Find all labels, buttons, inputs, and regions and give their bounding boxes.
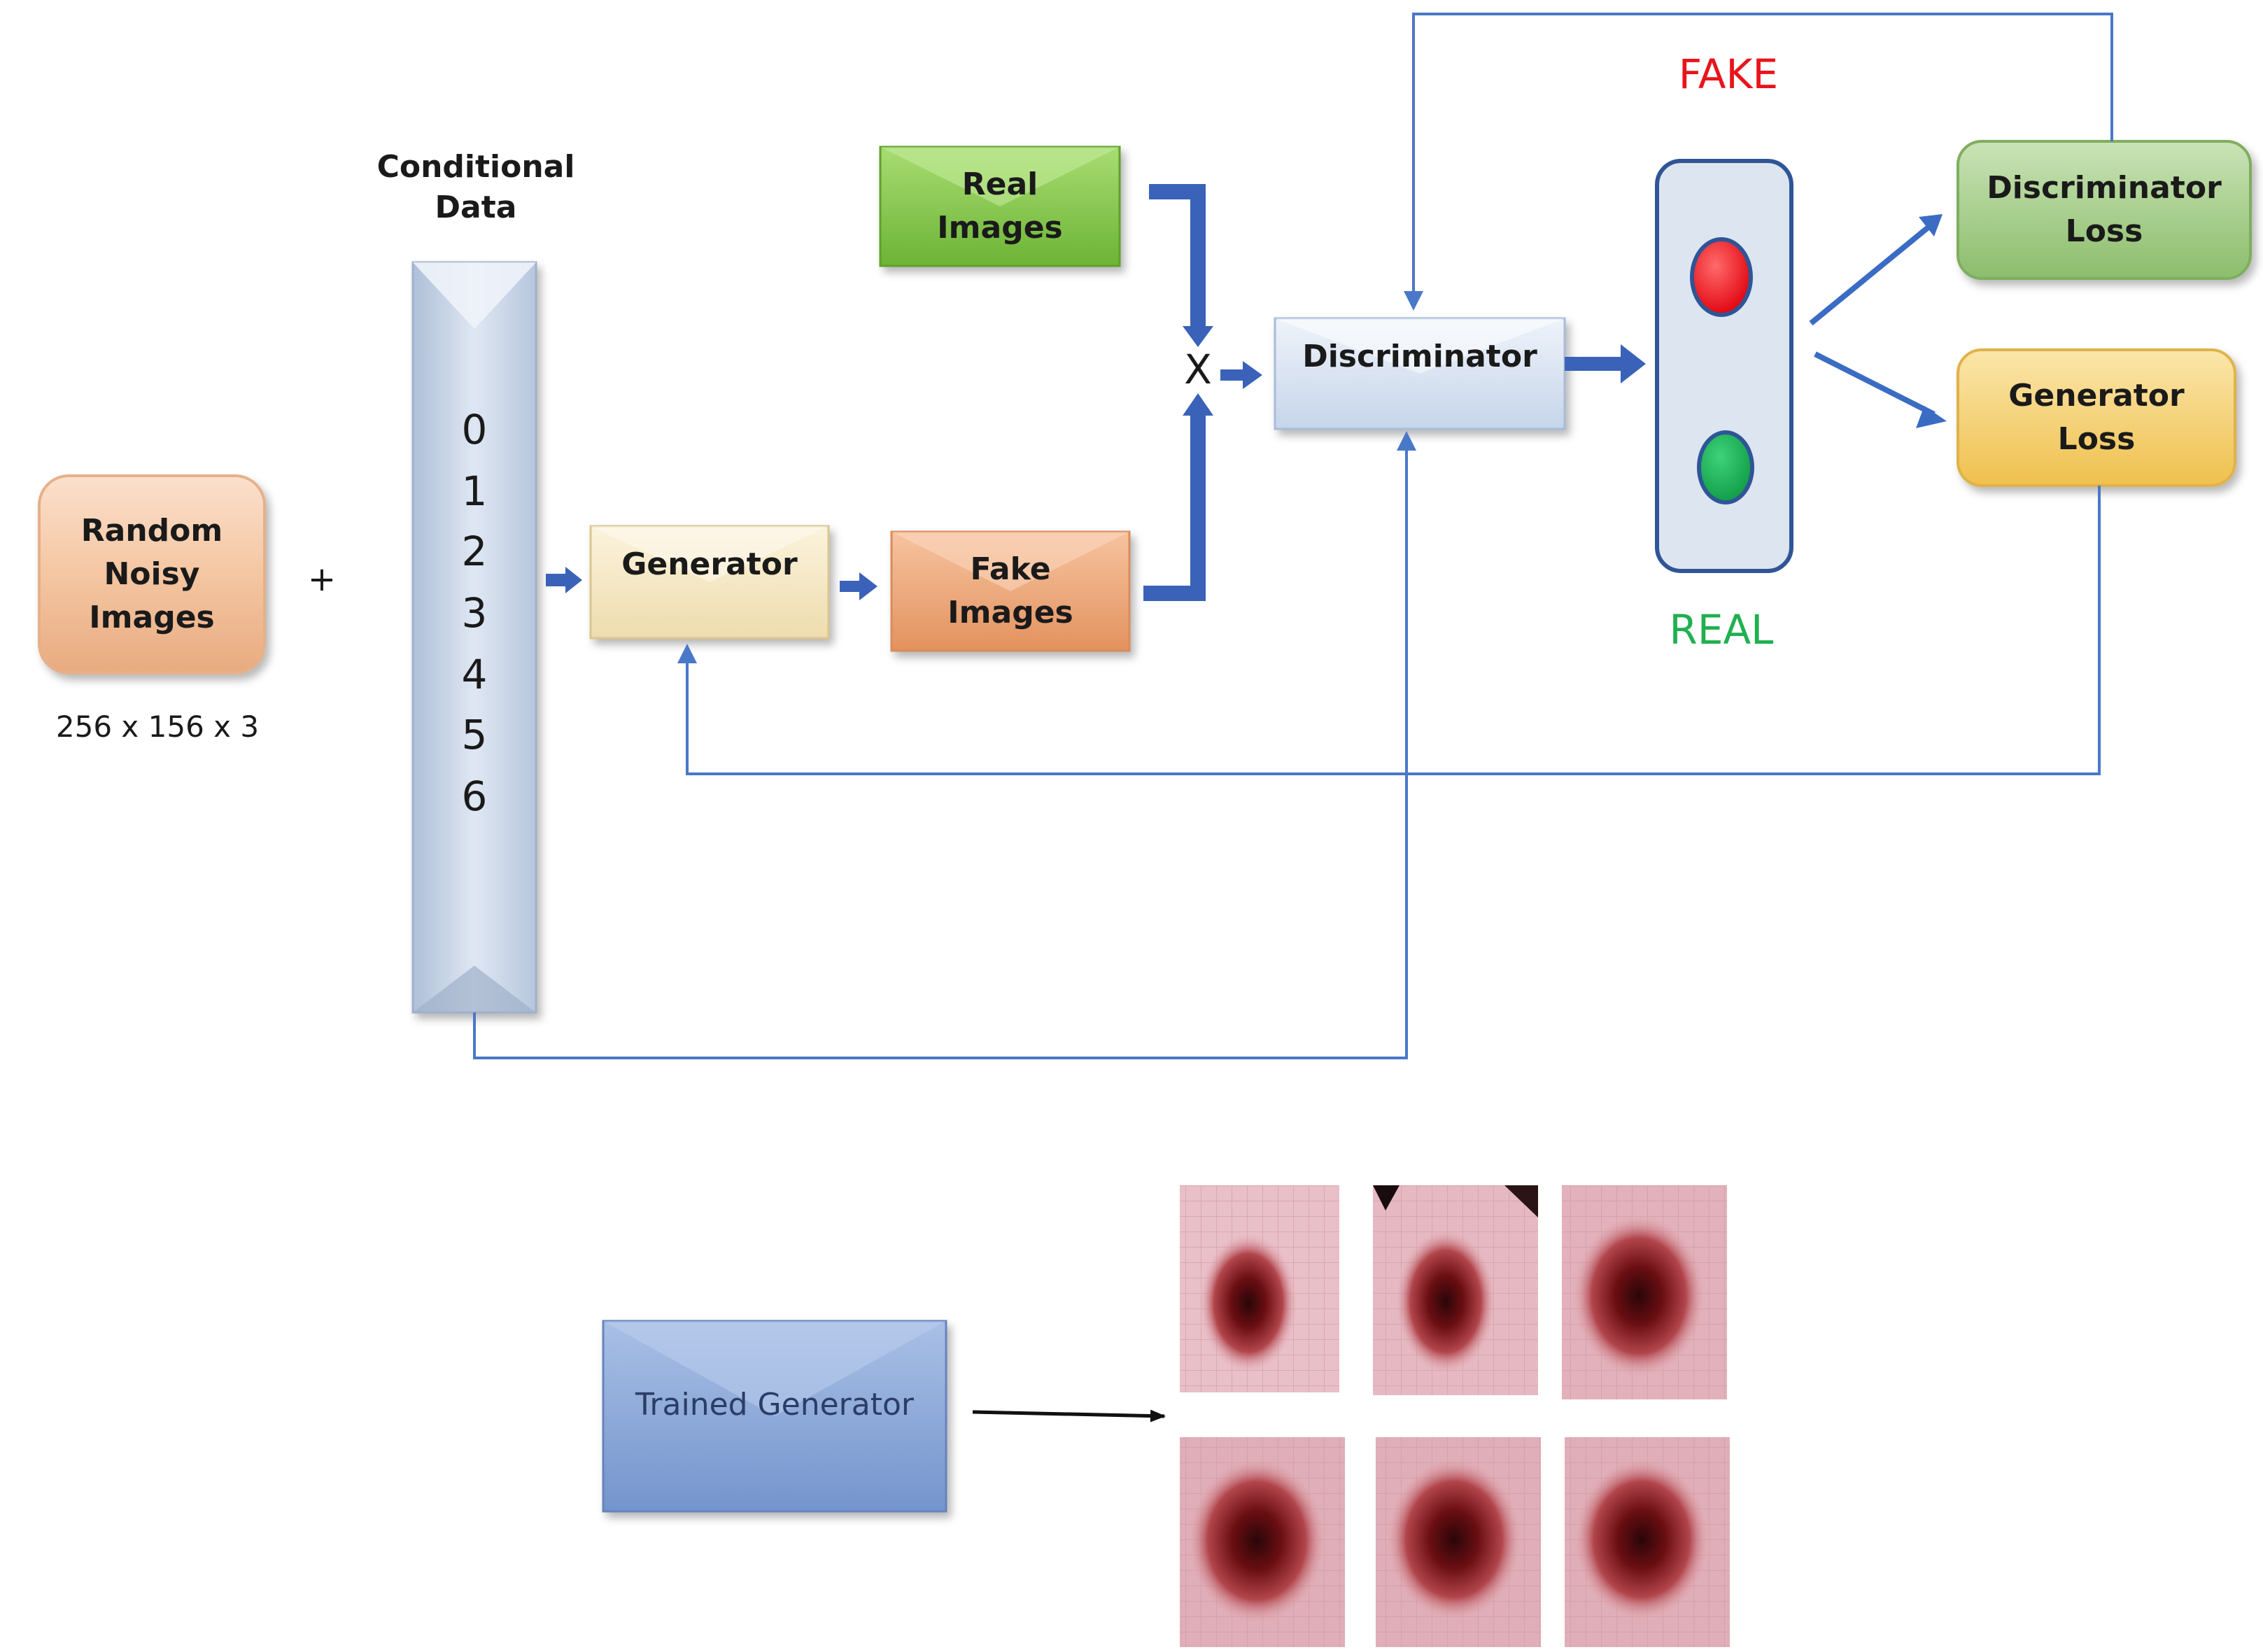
to-discriminator-loss-arrow: [1809, 220, 1936, 326]
output-sample-image-2: [1373, 1185, 1538, 1395]
discriminator-box-shape: [1274, 317, 1566, 430]
real-images-label: Real Images: [937, 167, 1063, 246]
class-label: 4: [461, 651, 488, 698]
generator-loss-box-shape: [1957, 348, 2236, 487]
feedback-arrowhead-generator: [677, 644, 697, 663]
trained-generator-output-arrow: [972, 1409, 1166, 1422]
flow-arrows: [546, 344, 1646, 600]
discriminator-label: Discriminator: [1302, 339, 1537, 374]
output-samples: [1180, 1185, 1730, 1647]
feedback-lines: [473, 13, 2113, 1059]
class-label: 0: [461, 406, 488, 453]
fake-images-label: Fake Images: [947, 551, 1073, 630]
to-generator-loss-arrow: [1814, 351, 1936, 417]
conditional-data-title: Conditional Data: [376, 149, 575, 225]
random-noisy-images-box-shape: [38, 474, 266, 675]
real-green-light: [1697, 430, 1754, 504]
real-images-to-x-arrow: [1149, 184, 1206, 329]
output-sample-image-4: [1180, 1437, 1345, 1647]
generator-box-shape: [589, 525, 830, 640]
trained-generator-label: Trained Generator: [635, 1387, 914, 1422]
output-sample-image-3: [1562, 1185, 1727, 1399]
real-label: REAL: [1669, 606, 1774, 654]
output-sample-image-5: [1376, 1437, 1541, 1647]
trained-generator-box-shape: [602, 1320, 947, 1513]
fake-images-to-x-arrowhead: [1183, 393, 1213, 416]
discriminator-loss-box-shape: [1957, 140, 2252, 280]
generator-loss-label: Generator Loss: [2008, 378, 2185, 457]
output-sample-image-6: [1565, 1437, 1730, 1647]
output-sample-image-1: [1180, 1185, 1339, 1392]
real-images-box-shape: [879, 146, 1121, 267]
combine-symbol: X: [1184, 346, 1212, 393]
class-label: 3: [461, 589, 488, 637]
class-label: 1: [461, 467, 488, 515]
plus-sign: +: [307, 560, 337, 599]
generator-label: Generator: [621, 546, 798, 582]
random-noisy-images-label: Random Noisy Images: [80, 513, 223, 635]
discriminator-loss-label: Discriminator Loss: [1987, 170, 2222, 249]
real-fake-indicator: [1655, 159, 1793, 573]
conditional-data-bar-shape: [411, 261, 537, 1014]
image-size-label: 256 x 156 x 3: [55, 709, 260, 744]
real-images-to-x-arrowhead: [1183, 326, 1213, 347]
fake-label: FAKE: [1678, 50, 1779, 98]
fake-red-light: [1690, 237, 1753, 317]
class-label: 2: [461, 528, 488, 575]
fake-images-box-shape: [890, 530, 1131, 652]
class-label: 6: [461, 772, 488, 820]
feedback-arrowhead-discriminator-top: [1404, 291, 1423, 311]
fake-images-to-x-arrow: [1143, 413, 1206, 601]
feedback-arrowhead-discriminator-bottom: [1397, 431, 1416, 451]
class-label: 5: [461, 711, 488, 758]
